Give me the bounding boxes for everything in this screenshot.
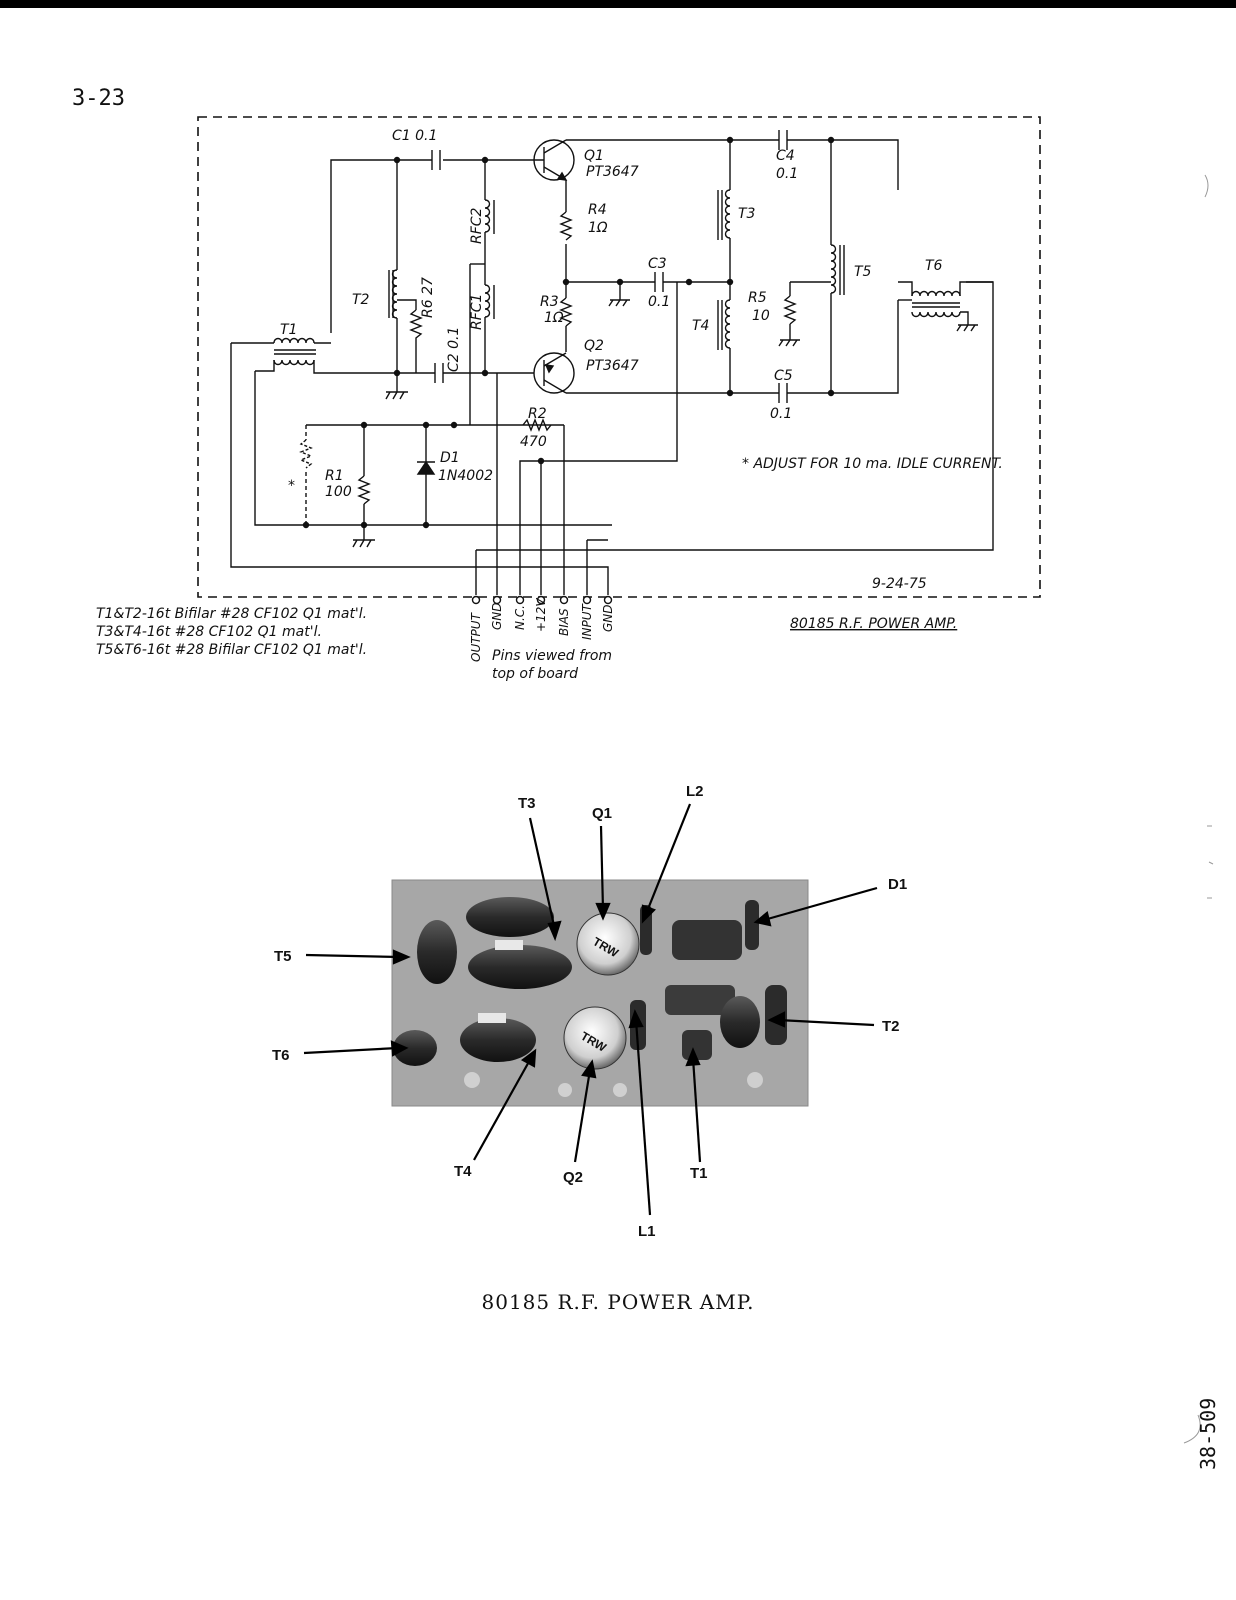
d1-diode [416, 425, 436, 529]
photo-label-t3: T3 [518, 795, 536, 812]
t1-label: T1 [280, 322, 297, 338]
t5-transformer [790, 140, 845, 393]
photo-label-q1: Q1 [592, 805, 612, 822]
c4-capacitor [778, 130, 788, 150]
t1-transformer [231, 337, 397, 374]
schematic-title: 80185 R.F. POWER AMP. [790, 616, 957, 632]
photo-label-t2: T2 [882, 1018, 900, 1035]
photo-label-l2: L2 [686, 783, 704, 800]
t2-label: T2 [352, 292, 370, 308]
t6-transformer [898, 281, 993, 332]
photo-label-t6: T6 [272, 1047, 290, 1064]
pin-5-label: BIAS [557, 608, 571, 636]
q1-label: Q1 [584, 148, 604, 164]
t3-label: T3 [738, 206, 755, 222]
photo-label-q2: Q2 [563, 1169, 583, 1186]
r2-resistor [522, 418, 552, 432]
r4-label: R4 [588, 202, 607, 218]
schematic-labels: C1 0.1 Q1 PT3647 R4 1Ω R3 1Ω Q2 PT3647 C… [96, 128, 1003, 682]
t3-transformer [717, 140, 731, 282]
page-number: 3-23 [72, 86, 125, 111]
rfc2-label: RFC2 [469, 207, 485, 244]
c2-label: C2 0.1 [446, 327, 462, 372]
pin-1-label: OUTPUT [469, 611, 483, 662]
adjust-note: * ADJUST FOR 10 ma. IDLE CURRENT. [742, 456, 1003, 472]
r6-resistor [409, 309, 423, 373]
c2-capacitor [434, 363, 444, 383]
c5-label: C5 [774, 368, 793, 384]
r1-value: 100 [325, 484, 352, 500]
adjust-star: * [288, 478, 295, 494]
pin-row [471, 595, 613, 605]
c3-value: 0.1 [648, 294, 670, 310]
r2-value: 470 [520, 434, 547, 450]
photo-label-t4: T4 [454, 1163, 472, 1180]
r5-resistor [783, 295, 797, 325]
r4-resistor [559, 211, 573, 241]
c4-label: C4 [776, 148, 795, 164]
pin-3-label: N.C. [513, 605, 527, 630]
photo-label-t1: T1 [690, 1165, 708, 1182]
adjust-resistor [299, 439, 313, 469]
scan-marks [1183, 174, 1214, 1444]
pin-4-label: +12V [534, 598, 548, 632]
d1-type-label: 1N4002 [438, 468, 493, 484]
r4-value: 1Ω [588, 220, 608, 236]
board-photo: TRW TRW [391, 879, 809, 1107]
c1-label: C1 0.1 [392, 128, 437, 144]
pin-7-label: GND [601, 604, 615, 632]
d1-label: D1 [440, 450, 460, 466]
pins-note-line-1: Pins viewed from [492, 648, 612, 664]
page-code: 38-509 [1196, 1397, 1220, 1470]
scan-top-edge [0, 0, 1236, 8]
board-outline [197, 116, 1041, 598]
t5-label: T5 [854, 264, 872, 280]
photo-pointers [303, 803, 878, 1216]
c5-value: 0.1 [770, 406, 792, 422]
photo-label-d1: D1 [888, 876, 907, 893]
rfc1-label: RFC1 [469, 294, 485, 330]
r1-label: R1 [325, 468, 344, 484]
c5-capacitor [778, 383, 788, 403]
c4-value: 0.1 [776, 166, 798, 182]
rfc2-choke [484, 199, 491, 233]
q2-type-label: PT3647 [586, 358, 639, 374]
t4-label: T4 [692, 318, 709, 334]
c1-capacitor [431, 150, 441, 170]
schematic-date: 9-24-75 [872, 576, 927, 592]
r5-value: 10 [752, 308, 770, 324]
q2-transistor [533, 352, 575, 394]
r3-value: 1Ω [544, 310, 564, 326]
figure-caption: 80185 R.F. POWER AMP. [481, 1290, 755, 1314]
winding-note-3: T5&T6-16t #28 Bifilar CF102 Q1 mat'l. [96, 642, 367, 658]
r2-label: R2 [528, 406, 547, 422]
c3-capacitor [654, 272, 664, 292]
schematic [197, 116, 1041, 605]
photo-label-l1: L1 [638, 1223, 656, 1240]
r3-label: R3 [540, 294, 559, 310]
pins-note-line-2: top of board [492, 666, 578, 682]
r6-label: R6 27 [420, 277, 436, 318]
t6-label: T6 [925, 258, 943, 274]
q1-transistor [533, 139, 575, 181]
c3-label: C3 [648, 256, 667, 272]
winding-note-2: T3&T4-16t #28 CF102 Q1 mat'l. [96, 624, 322, 640]
t4-transformer [717, 282, 731, 393]
r1-resistor [357, 475, 371, 505]
t2-transformer [388, 160, 401, 377]
pin-6-label: INPUT [580, 602, 594, 640]
photo-labels: T3 Q1 L2 D1 T5 T2 T6 T4 Q2 T1 L1 [272, 783, 907, 1240]
pin-2-label: GND [490, 602, 504, 630]
photo-label-t5: T5 [274, 948, 292, 965]
q2-label: Q2 [584, 338, 604, 354]
r3-resistor [559, 297, 573, 327]
rfc1-choke [484, 284, 491, 318]
r5-label: R5 [748, 290, 767, 306]
winding-note-1: T1&T2-16t Bifilar #28 CF102 Q1 mat'l. [96, 606, 367, 622]
q1-type-label: PT3647 [586, 164, 639, 180]
